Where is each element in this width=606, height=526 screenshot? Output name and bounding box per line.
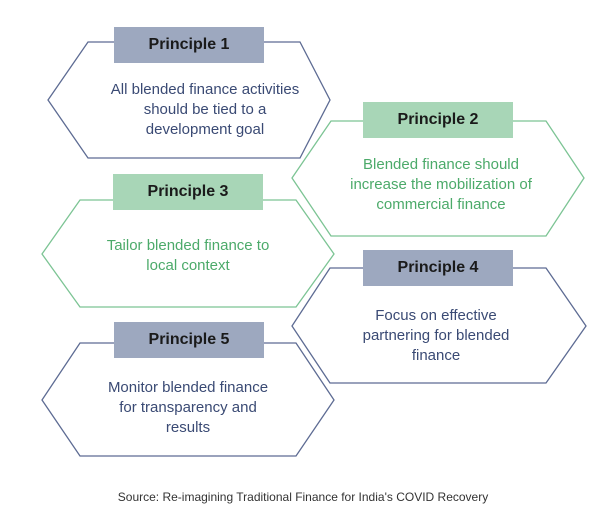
hexagon-principle-4: [291, 267, 587, 384]
principle-4-label: Principle 4: [363, 250, 513, 286]
principle-5-label: Principle 5: [114, 322, 264, 358]
hexagon-principle-5: [41, 342, 335, 457]
principle-4-text: Focus on effective partnering for blende…: [362, 307, 510, 364]
principle-1-label: Principle 1: [114, 27, 264, 63]
source-caption: Source: Re-imagining Traditional Finance…: [117, 490, 489, 504]
hexagon-principle-2: [291, 120, 585, 237]
principle-5-text: Monitor blended finance for transparency…: [107, 379, 269, 436]
hexagon-principle-3: [41, 199, 335, 308]
principle-2-label: Principle 2: [363, 102, 513, 138]
hexagon-principle-1: [47, 41, 331, 159]
principle-2-text: Blended finance should increase the mobi…: [350, 156, 532, 213]
principle-3-text: Tailor blended finance to local context: [106, 237, 270, 274]
principle-3-label: Principle 3: [113, 174, 263, 210]
principle-1-text: All blended finance activities should be…: [110, 81, 300, 138]
